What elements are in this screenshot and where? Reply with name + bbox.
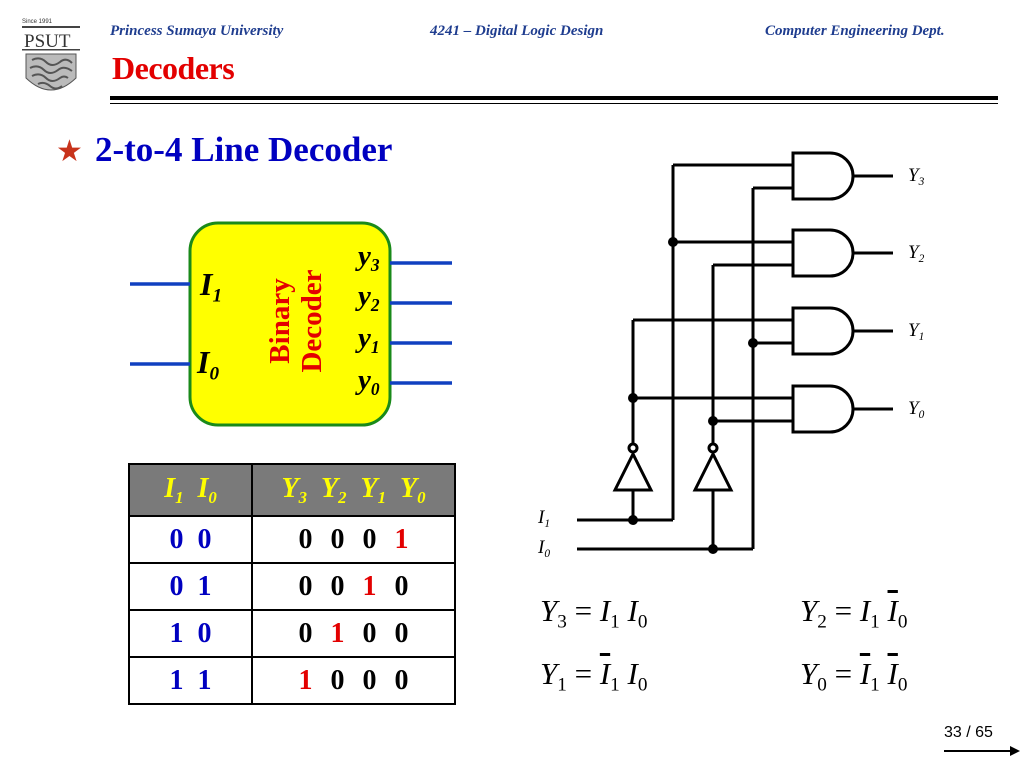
next-arrow-icon[interactable] (944, 744, 1020, 758)
header-university: Princess Sumaya University (110, 23, 284, 39)
and-gate-y3 (791, 151, 855, 201)
inverter-bubble-i1 (627, 442, 639, 454)
gate-input-i0: I0 (538, 537, 551, 560)
inverter-i0 (692, 450, 734, 549)
block-input-i1: I1 (200, 266, 223, 307)
row-inputs: 0 0 (128, 515, 253, 564)
gate-output-y1: Y1 (908, 320, 925, 343)
logo-caption: Since 1991 (22, 19, 53, 25)
equation-y2: Y2 = I1 I0 (800, 593, 908, 633)
junction-dots (628, 237, 758, 554)
block-output-y3: y3 (358, 240, 380, 276)
header-department: Computer Engineering Dept. (765, 23, 945, 39)
header-outputs: Y3 Y2 Y1 Y0 (251, 463, 456, 517)
block-output-y2: y2 (358, 280, 380, 316)
inverter-i1 (612, 450, 654, 520)
block-output-y1: y1 (358, 322, 380, 358)
equation-y3: Y3 = I1 I0 (540, 593, 648, 633)
and-gate-y1 (791, 306, 855, 356)
row-inputs: 1 1 (128, 656, 253, 705)
page-number: 33 / 65 (944, 724, 993, 741)
inverter-bubble-i0 (707, 442, 719, 454)
star-icon: ★ (56, 134, 83, 169)
slide-title: Decoders (112, 50, 235, 86)
truth-table-header: I1 I0 Y3 Y2 Y1 Y0 (128, 463, 456, 517)
block-wires (130, 261, 452, 385)
row-inputs: 1 0 (128, 609, 253, 658)
equation-y0: Y0 = I1 I0 (800, 656, 908, 696)
block-symbol (130, 221, 452, 427)
and-gate-y2 (791, 228, 855, 278)
header-inputs: I1 I0 (128, 463, 253, 517)
block-output-y0: y0 (358, 364, 380, 400)
header-rule-thin (110, 103, 998, 104)
logo-text: PSUT (24, 31, 71, 52)
block-input-i0: I0 (197, 344, 220, 385)
equation-y1: Y1 = I1 I0 (540, 656, 648, 696)
header-course: 4241 – Digital Logic Design (430, 23, 604, 39)
and-gate-y0 (791, 384, 855, 434)
block-body (188, 221, 392, 427)
bullet-heading: 2-to-4 Line Decoder (95, 130, 393, 169)
gate-circuit (577, 151, 893, 551)
gate-output-y0: Y0 (908, 398, 925, 421)
row-inputs: 0 1 (128, 562, 253, 611)
gate-input-i1: I1 (538, 507, 551, 530)
gate-output-y2: Y2 (908, 242, 925, 265)
gate-output-y3: Y3 (908, 165, 925, 188)
psut-logo: Since 1991 PSUT (20, 16, 92, 104)
header-rule (110, 96, 998, 100)
